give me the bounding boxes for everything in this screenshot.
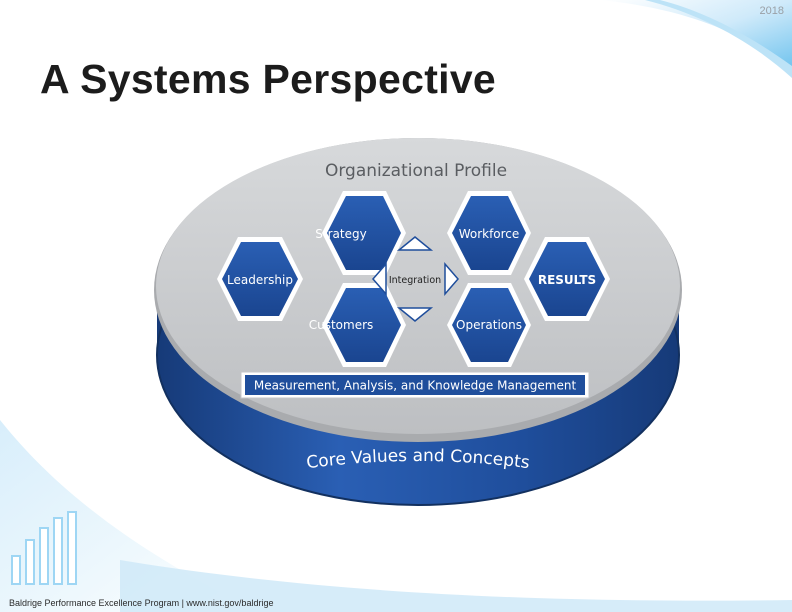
hexagon-operations-label: Operations	[456, 318, 522, 332]
bottom-swoosh-band	[120, 560, 792, 612]
hexagon-leadership-label: Leadership	[227, 273, 293, 287]
integration-arrow-down-icon	[396, 307, 434, 322]
integration-label: Integration	[389, 275, 441, 286]
hexagon-workforce-label: Workforce	[459, 227, 520, 241]
hexagon-customers-label: Customers	[309, 318, 374, 332]
hexagon-operations: Operations	[447, 283, 531, 367]
integration-arrow-right-icon	[444, 261, 459, 297]
hexagon-results-label: RESULTS	[538, 273, 596, 287]
organizational-profile-platter	[156, 138, 680, 434]
hexagon-results: RESULTS	[524, 237, 610, 321]
bottom-left-swoosh	[0, 420, 260, 612]
hexagon-leadership: Leadership	[217, 237, 303, 321]
measurement-bar	[245, 375, 585, 395]
integration-arrow-left-icon	[372, 261, 387, 297]
integration-arrow-up-icon	[396, 236, 434, 251]
slide-year: 2018	[759, 5, 784, 17]
hexagon-strategy: Strategy	[315, 191, 406, 275]
hexagon-workforce: Workforce	[447, 191, 531, 275]
footer-text: Baldrige Performance Excellence Program …	[9, 598, 274, 608]
measurement-label: Measurement, Analysis, and Knowledge Man…	[254, 379, 577, 393]
page-title: A Systems Perspective	[40, 56, 497, 102]
organizational-profile-label: Organizational Profile	[325, 161, 507, 181]
bar-chart-logo-icon	[11, 511, 77, 585]
hexagon-customers: Customers	[309, 283, 406, 367]
top-right-swoosh	[600, 0, 792, 70]
hexagon-strategy-label: Strategy	[315, 227, 366, 241]
